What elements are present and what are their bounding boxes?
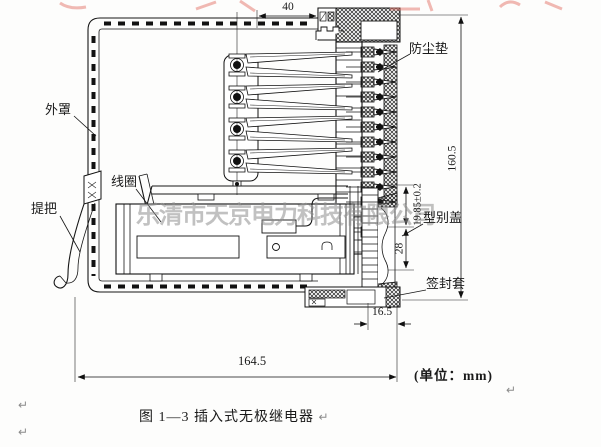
- label-handle: 提把: [31, 201, 58, 216]
- base-block: [304, 286, 401, 308]
- pilcrow-left-1: ↵: [18, 398, 29, 412]
- dimension-lines: [74, 10, 468, 382]
- dim-overall-width: 164.5: [237, 354, 267, 368]
- label-seal-sleeve: 签封套: [426, 276, 466, 291]
- unit-note: (单位：mm): [414, 368, 493, 383]
- pilcrow-right: ↵: [506, 383, 517, 397]
- label-outer-cover: 外罩: [45, 102, 72, 117]
- handle-shape: [53, 170, 102, 289]
- label-type-cover: 型别盖: [423, 210, 463, 225]
- dim-base-width: 16.5: [371, 306, 393, 318]
- pilcrow-caption: ↵: [318, 410, 330, 424]
- label-dust-pad: 防尘垫: [409, 41, 449, 56]
- figure-caption-text: 图 1—3 插入式无极继电器: [139, 410, 314, 425]
- leader-lines: [59, 53, 427, 299]
- dim-contact-offset: 19.85±0.2: [412, 183, 424, 226]
- dim-top-width: 40: [282, 1, 294, 13]
- dim-overall-height: 160.5: [446, 145, 459, 172]
- contact-springs: [223, 12, 353, 195]
- pilcrow-left-2: ↵: [18, 425, 29, 439]
- dim-cavity-depth: 28: [393, 242, 406, 255]
- red-fragment-shapes: [59, 0, 563, 13]
- watermark-red-fragments: [0, 0, 601, 16]
- top-block: [315, 7, 401, 43]
- figure-caption: 图 1—3 插入式无极继电器 ↵: [139, 406, 330, 426]
- coil-assembly: [115, 173, 371, 288]
- watermark-company-text: 乐清市天京电力科技有限公司: [136, 203, 436, 229]
- label-coil: 线圈: [111, 174, 138, 189]
- outer-cover-outline: [87, 7, 336, 293]
